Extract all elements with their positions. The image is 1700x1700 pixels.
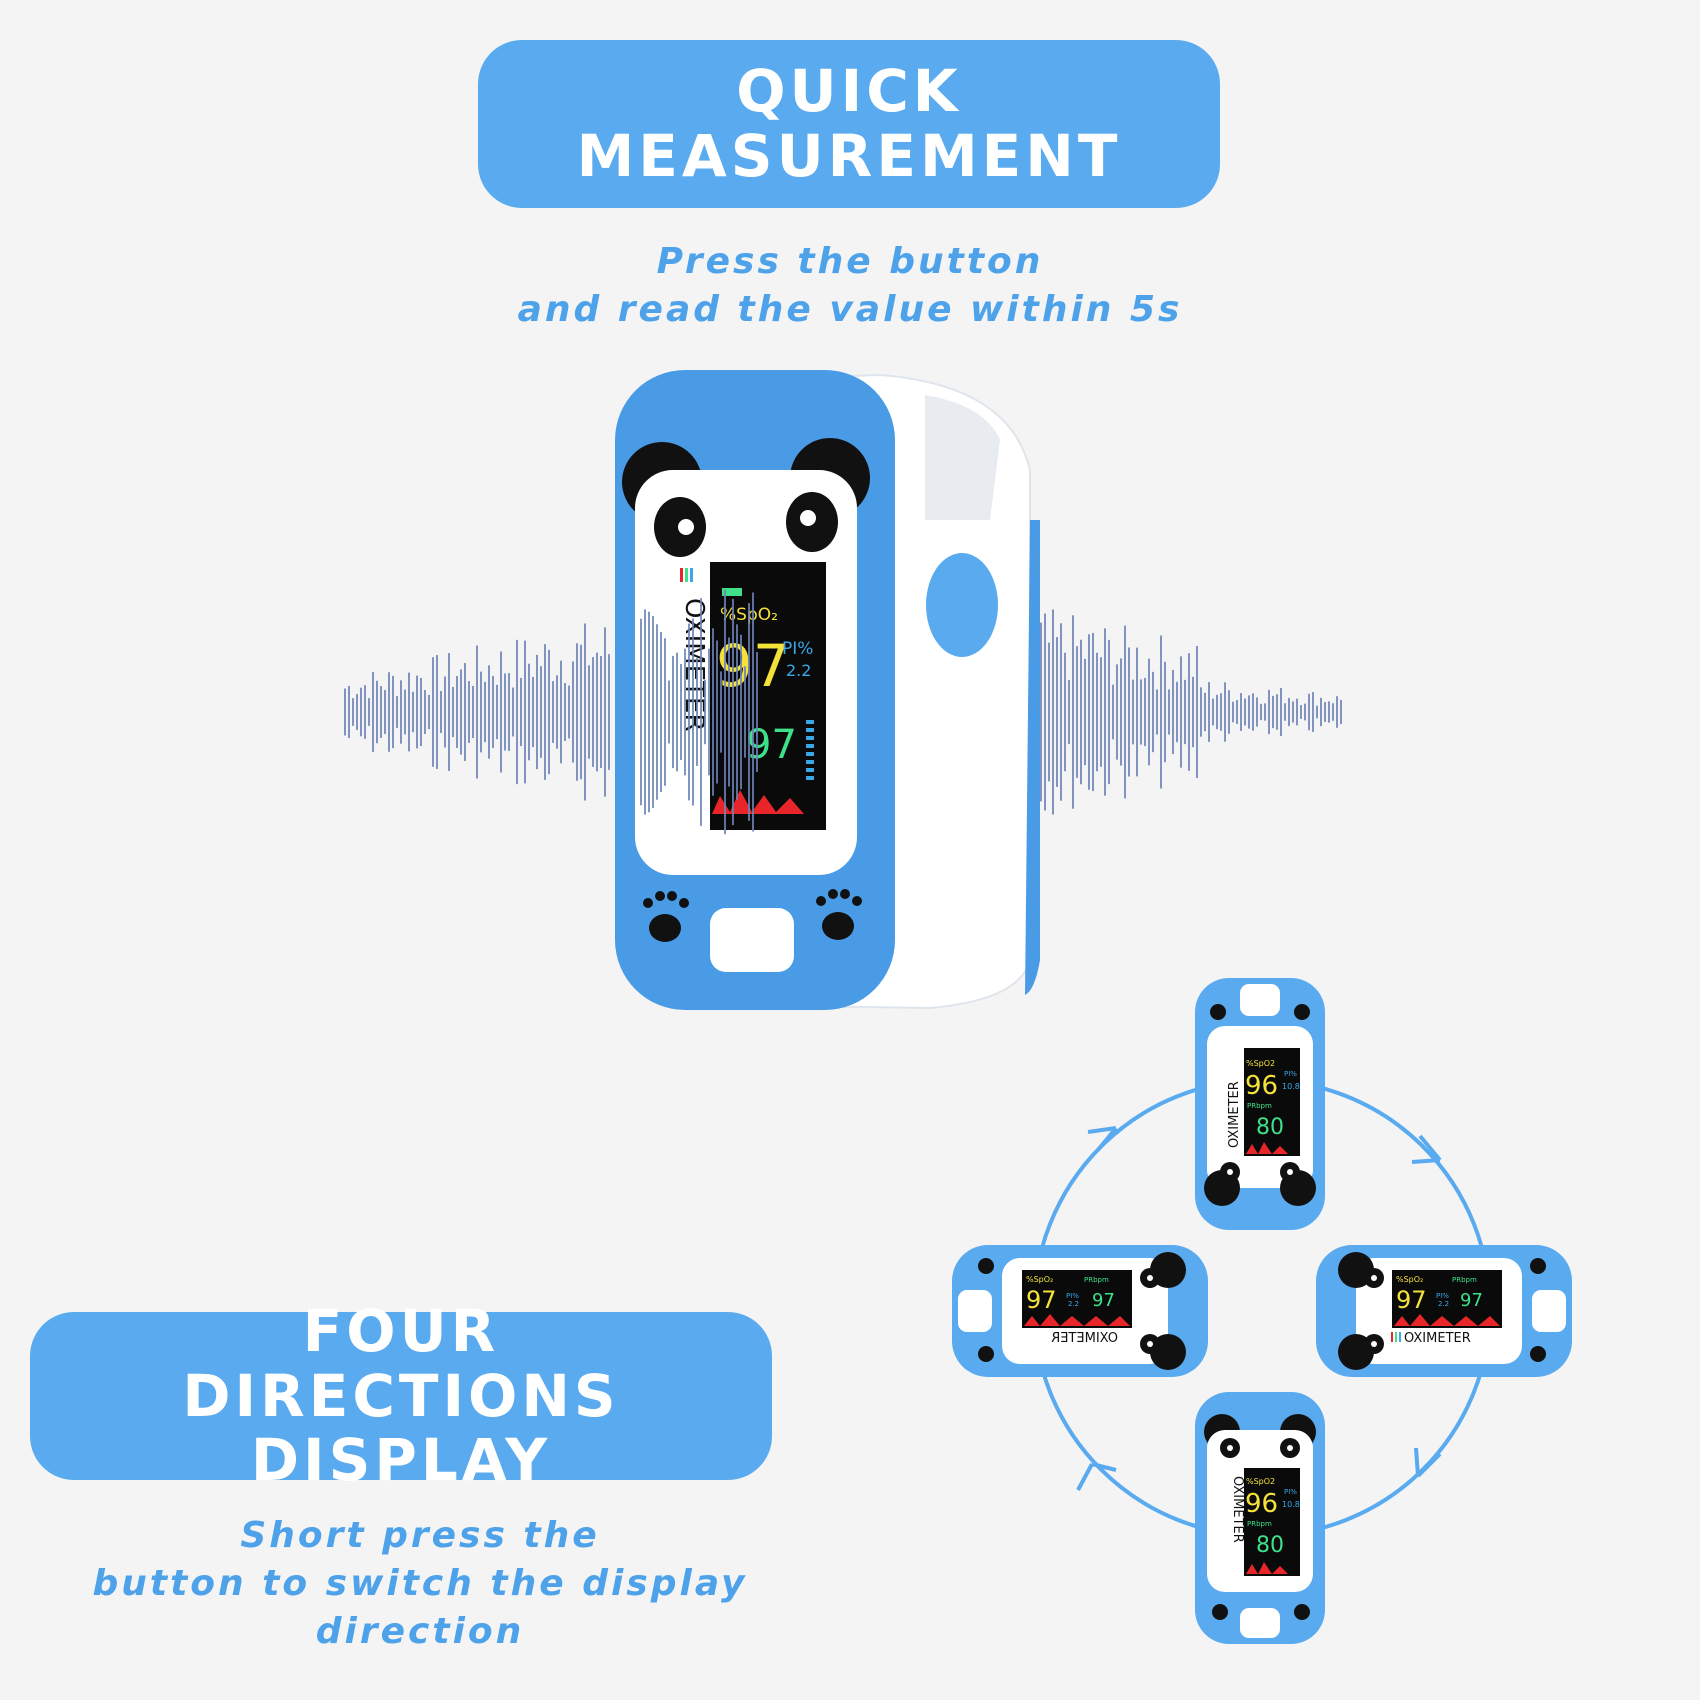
- device-bottom-orientation: %SpO2 96 PI% 10.8 PRbpm 80 OXIMETER: [1195, 1392, 1325, 1644]
- left-brand-text: OXIMETER: [1051, 1331, 1118, 1346]
- bottom-pr-value: 80: [1256, 1533, 1284, 1558]
- right-spo2-label: %SpO₂: [1396, 1275, 1423, 1284]
- top-pi-value: 10.8: [1282, 1082, 1300, 1091]
- subtitle-top-line1: Press the button: [656, 241, 1044, 282]
- four-directions-banner: FOUR DIRECTIONS DISPLAY: [30, 1298, 772, 1493]
- top-pi-label: PI%: [1284, 1070, 1297, 1078]
- subtitle-bottom-line1: Short press the: [240, 1515, 600, 1556]
- banner-top-line1: QUICK: [736, 57, 962, 126]
- bottom-spo2-value: 96: [1245, 1489, 1278, 1519]
- right-pi-value: 2.2: [1438, 1300, 1449, 1308]
- top-pr-label: PRbpm: [1247, 1102, 1272, 1110]
- left-spo2-label: %SpO₂: [1026, 1275, 1053, 1284]
- bottom-pi-label: PI%: [1284, 1488, 1297, 1496]
- device-top-orientation: %SpO2 96 PI% 10.8 PRbpm 80 OXIMETER: [1195, 978, 1325, 1230]
- quick-measurement-subtitle: Press the button and read the value with…: [450, 238, 1250, 334]
- arrow-icon-bottom-left: [1076, 1462, 1117, 1491]
- sound-wave-graphic: [344, 609, 1342, 815]
- right-pi-label: PI%: [1436, 1292, 1449, 1300]
- left-pr-value: 97: [1092, 1290, 1115, 1311]
- main-pr-value: 97: [746, 722, 797, 768]
- main-pi-label: PI%: [782, 639, 813, 659]
- left-pr-label: PRbpm: [1084, 1276, 1109, 1284]
- device-right-orientation: %SpO₂ 97 PI% 2.2 PRbpm 97 OXIMETER: [1316, 1245, 1572, 1377]
- bottom-pr-label: PRbpm: [1247, 1520, 1272, 1528]
- subtitle-top-line2: and read the value within 5s: [517, 289, 1183, 330]
- paw-right-icon: [816, 889, 862, 940]
- left-pi-label: PI%: [1066, 1292, 1079, 1300]
- bottom-pi-value: 10.8: [1282, 1500, 1300, 1509]
- side-button: [926, 553, 998, 657]
- sound-wave-overlay: [640, 589, 758, 835]
- bottom-brand-text: OXIMETER: [1230, 1476, 1245, 1543]
- top-pr-value: 80: [1256, 1115, 1284, 1140]
- device-left-orientation: %SpO₂ 97 PI% 2.2 PRbpm 97 OXIMETER: [952, 1245, 1208, 1377]
- arrow-icon-top-right: [1411, 1134, 1442, 1164]
- pleth-wave: [712, 790, 804, 814]
- banner-bottom-line1: FOUR: [302, 1296, 500, 1365]
- main-pi-value: 2.2: [786, 661, 811, 680]
- top-spo2-label: %SpO2: [1246, 1059, 1275, 1068]
- right-pr-label: PRbpm: [1452, 1276, 1477, 1284]
- banner-top-line2: MEASUREMENT: [576, 122, 1122, 190]
- left-pi-value: 2.2: [1068, 1300, 1079, 1308]
- four-directions-subtitle: Short press the button to switch the dis…: [0, 1512, 840, 1656]
- right-brand-text: OXIMETER: [1404, 1331, 1471, 1346]
- arrow-icon-top-left: [1087, 1126, 1118, 1152]
- oximeter-device-main: %SpO₂ 97 PI% 2.2 97 OXIMETER: [615, 370, 1040, 1010]
- paw-left-icon: [643, 891, 689, 942]
- top-spo2-value: 96: [1245, 1071, 1278, 1101]
- right-pr-value: 97: [1460, 1290, 1483, 1311]
- top-brand-text: OXIMETER: [1227, 1081, 1242, 1148]
- quick-measurement-banner: QUICK MEASUREMENT: [478, 40, 1220, 208]
- bottom-spo2-label: %SpO2: [1246, 1477, 1275, 1486]
- banner-bottom-line2: DIRECTIONS DISPLAY: [182, 1361, 620, 1495]
- left-spo2-value: 97: [1026, 1286, 1057, 1314]
- right-spo2-value: 97: [1396, 1286, 1427, 1314]
- subtitle-bottom-line2: button to switch the display direction: [92, 1563, 748, 1652]
- front-button: [710, 908, 794, 972]
- arrow-icon-bottom-right: [1414, 1447, 1442, 1478]
